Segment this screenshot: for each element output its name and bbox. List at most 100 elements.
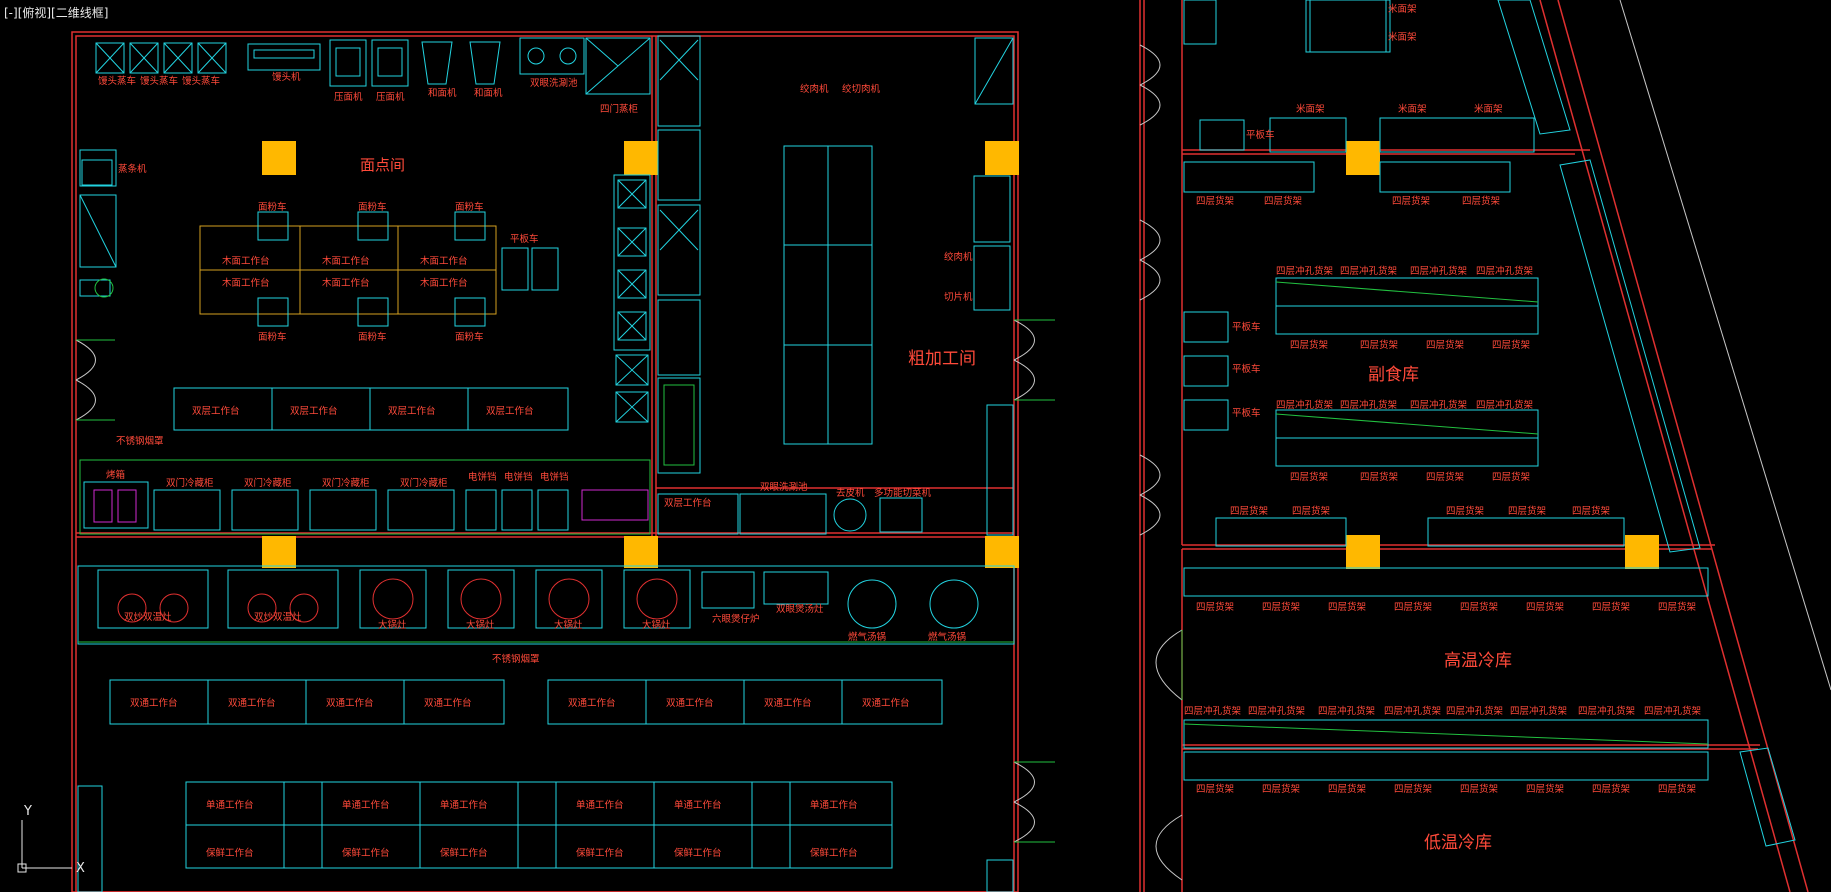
label-sicceng-huojia: 四层货架 xyxy=(1462,195,1501,207)
label-danting-gongzuotai: 单通工作台 xyxy=(810,799,858,811)
label-muimian-gongzuotai: 木面工作台 xyxy=(322,255,370,267)
label-sicceng-huojia: 四层货架 xyxy=(1360,339,1399,351)
label-shuangmen-lengcang: 双门冷藏柜 xyxy=(244,477,292,489)
label-sicceng-huojia: 四层货架 xyxy=(1392,195,1431,207)
label-shuangmen-lengcang: 双门冷藏柜 xyxy=(400,477,448,489)
label-pingban-che: 平板车 xyxy=(510,233,539,245)
label-baoxian-gongzuotai: 保鲜工作台 xyxy=(576,847,624,859)
label-mantou-zhengche: 馒头蒸车 xyxy=(182,75,220,87)
label-kaoxiang: 烤箱 xyxy=(106,469,125,481)
label-dianbingdang: 电饼铛 xyxy=(540,471,569,483)
label-sicceng-chongkong: 四层冲孔货架 xyxy=(1410,265,1468,277)
equipment-labels: 馒头蒸车 馒头蒸车 馒头蒸车 馒头机 压面机 压面机 和面机 和面机 双眼洗涮池… xyxy=(98,3,1702,859)
label-shuangceng-gongzuotai: 双层工作台 xyxy=(388,405,436,417)
label-miangu-jia: 米面架 xyxy=(1474,103,1503,115)
label-qupi-ji: 去皮机 xyxy=(836,487,865,499)
label-sicceng-huojia: 四层货架 xyxy=(1328,783,1367,795)
label-sicceng-huojia: 四层货架 xyxy=(1360,471,1399,483)
site-boundary xyxy=(1619,0,1831,691)
label-muimian-gongzuotai: 木面工作台 xyxy=(420,277,468,289)
label-sicceng-chongkong: 四层冲孔货架 xyxy=(1340,265,1398,277)
label-mianfen-che: 面粉车 xyxy=(358,201,387,213)
label-liutou-aolu: 六眼煲仔炉 xyxy=(712,613,760,625)
label-shuangmen-lengcang: 双门冷藏柜 xyxy=(322,477,370,489)
label-sicceng-chongkong-huojia: 四层冲孔货架 xyxy=(1446,705,1504,717)
label-sicceng-huojia: 四层货架 xyxy=(1460,783,1499,795)
label-shuangtong-gongzuotai: 双通工作台 xyxy=(568,697,616,709)
label-daguo-zao: 大锅灶 xyxy=(554,619,583,631)
label-sicceng-huojia: 四层货架 xyxy=(1328,601,1367,613)
label-qingfu-tangguo: 燃气汤锅 xyxy=(848,631,886,643)
label-sicceng-huojia: 四层货架 xyxy=(1394,783,1433,795)
label-sicceng-huojia: 四层货架 xyxy=(1230,505,1269,517)
label-shuangyan-aolu: 双眼煲汤灶 xyxy=(776,603,824,615)
label-miangu-jia: 米面架 xyxy=(1388,31,1417,43)
label-shuangceng-gongzuotai: 双层工作台 xyxy=(664,497,712,509)
label-miangu-jia: 米面架 xyxy=(1388,3,1417,15)
label-sicceng-huojia: 四层货架 xyxy=(1658,783,1697,795)
label-sicceng-huojia: 四层货架 xyxy=(1262,601,1301,613)
label-shuangceng-gongzuotai: 双层工作台 xyxy=(192,405,240,417)
label-jiaorou-ji: 绞肉机 xyxy=(944,251,973,263)
svg-text:X: X xyxy=(76,861,85,876)
label-shuangmen-lengcang: 双门冷藏柜 xyxy=(166,477,214,489)
walls xyxy=(71,0,1809,892)
green-marks xyxy=(1183,281,1709,745)
label-muimian-gongzuotai: 木面工作台 xyxy=(322,277,370,289)
label-qingfu-tangguo: 燃气汤锅 xyxy=(928,631,966,643)
label-danting-gongzuotai: 单通工作台 xyxy=(342,799,390,811)
label-mianfen-che: 面粉车 xyxy=(258,201,287,213)
room-mian-dian: 面点间 xyxy=(360,156,405,174)
label-sicceng-huojia: 四层货架 xyxy=(1446,505,1485,517)
label-sicceng-huojia: 四层货架 xyxy=(1460,601,1499,613)
label-duogongneng-qiecai: 多功能切菜机 xyxy=(874,487,932,499)
label-dianbingdang: 电饼铛 xyxy=(504,471,533,483)
label-baoxian-gongzuotai: 保鲜工作台 xyxy=(674,847,722,859)
label-shuangtong-gongzuotai: 双通工作台 xyxy=(228,697,276,709)
label-hemian-ji: 和面机 xyxy=(428,87,457,99)
label-sicceng-chongkong-huojia: 四层冲孔货架 xyxy=(1318,705,1376,717)
label-danting-gongzuotai: 单通工作台 xyxy=(674,799,722,811)
label-jiaorou-ji: 绞肉机 xyxy=(800,83,829,95)
label-miangu-jia: 米面架 xyxy=(1296,103,1325,115)
label-sicceng-huojia: 四层货架 xyxy=(1572,505,1611,517)
label-daguo-zao: 大锅灶 xyxy=(642,619,671,631)
label-sicceng-huojia: 四层货架 xyxy=(1492,471,1531,483)
equipment xyxy=(77,0,1796,892)
room-fu-shi-ku: 副食库 xyxy=(1368,365,1419,385)
label-sicceng-chongkong-huojia: 四层冲孔货架 xyxy=(1476,399,1534,411)
label-daguo-zao: 大锅灶 xyxy=(378,619,407,631)
label-sicceng-chongkong-huojia: 四层冲孔货架 xyxy=(1578,705,1636,717)
label-sicceng-chongkong: 四层冲孔货架 xyxy=(1476,265,1534,277)
label-shuangtong-gongzuotai: 双通工作台 xyxy=(424,697,472,709)
label-baoxian-gongzuotai: 保鲜工作台 xyxy=(440,847,488,859)
label-sicceng-huojia: 四层货架 xyxy=(1394,601,1433,613)
label-sicceng-huojia: 四层货架 xyxy=(1526,783,1565,795)
label-sicceng-chongkong-huojia: 四层冲孔货架 xyxy=(1276,399,1334,411)
label-sicceng-chongkong-huojia: 四层冲孔货架 xyxy=(1340,399,1398,411)
label-sicceng-huojia: 四层货架 xyxy=(1196,195,1235,207)
label-sicceng-chongkong-huojia: 四层冲孔货架 xyxy=(1248,705,1306,717)
label-sicceng-huojia: 四层货架 xyxy=(1426,471,1465,483)
label-sicceng-chongkong-huojia: 四层冲孔货架 xyxy=(1510,705,1568,717)
label-mianfen-che: 面粉车 xyxy=(455,331,484,343)
doors xyxy=(75,44,1183,881)
label-mianfen-che: 面粉车 xyxy=(358,331,387,343)
viewport-label[interactable]: [-][俯视][二维线框] xyxy=(4,6,109,20)
label-shuangceng-gongzuotai: 双层工作台 xyxy=(290,405,338,417)
label-sicceng-chongkong: 四层冲孔货架 xyxy=(1276,265,1334,277)
svg-text:Y: Y xyxy=(23,804,32,819)
room-gao-wen: 高温冷库 xyxy=(1444,651,1512,671)
label-sicceng-huojia: 四层货架 xyxy=(1196,783,1235,795)
ucs-axis-icon: Y X xyxy=(17,804,85,876)
label-sicceng-huojia: 四层货架 xyxy=(1262,783,1301,795)
label-dianbingdang: 电饼铛 xyxy=(468,471,497,483)
label-miangu-jia: 米面架 xyxy=(1398,103,1427,115)
label-sicceng-huojia: 四层货架 xyxy=(1264,195,1303,207)
label-qiepian-ji: 切片机 xyxy=(944,291,973,303)
label-simen-zhenggui: 四门蒸柜 xyxy=(600,103,639,115)
label-pingban-che: 平板车 xyxy=(1246,129,1275,141)
label-sicceng-huojia: 四层货架 xyxy=(1292,505,1331,517)
label-sicceng-huojia: 四层货架 xyxy=(1492,339,1531,351)
label-daguo-zao: 大锅灶 xyxy=(466,619,495,631)
